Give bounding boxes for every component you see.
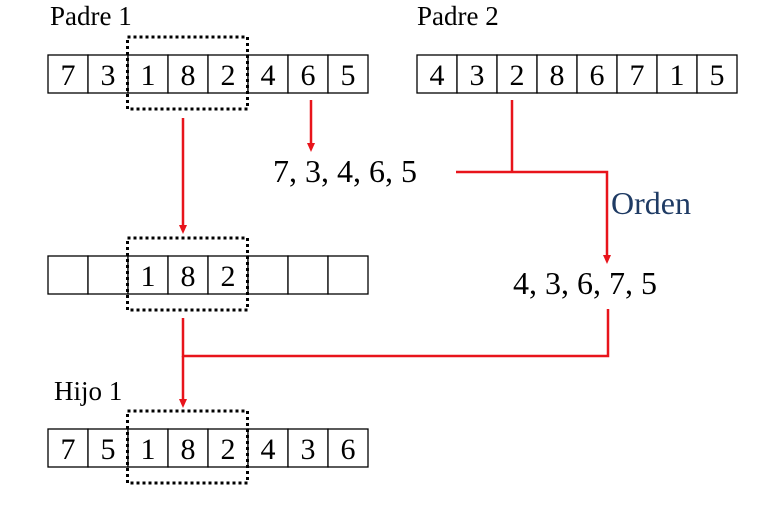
padre2-cell-value: 6 <box>590 59 605 92</box>
middle-cell <box>287 255 329 295</box>
padre2-cell-value: 7 <box>630 59 645 92</box>
segment-box-middle <box>126 236 249 312</box>
hijo1-cell-value: 2 <box>221 433 236 466</box>
hijo1-cell <box>167 428 209 468</box>
padre2-cell <box>456 54 498 94</box>
segment-box-hijo1 <box>126 409 249 485</box>
middle-cell <box>247 255 289 295</box>
hijo1-cell-value: 6 <box>341 433 356 466</box>
padre1-cell-value: 5 <box>341 59 356 92</box>
padre1-cell-value: 7 <box>61 59 76 92</box>
padre1-cell-value: 4 <box>261 59 276 92</box>
padre2-cell <box>416 54 458 94</box>
middle-cell <box>127 255 169 295</box>
padre2-cell <box>576 54 618 94</box>
padre1-cell <box>207 54 249 94</box>
arrow-to-ordered <box>456 170 611 264</box>
remaining-sequence: 7, 3, 4, 6, 5 <box>273 153 417 189</box>
padre1-cell <box>327 54 369 94</box>
hijo1-cell <box>127 428 169 468</box>
hijo1-cell <box>327 428 369 468</box>
middle-cell-value: 2 <box>221 260 236 293</box>
padre1-cell <box>287 54 329 94</box>
line-middle-and-ordered-merge <box>181 309 610 358</box>
hijo1-cell <box>247 428 289 468</box>
padre1-cell-value: 8 <box>181 59 196 92</box>
padre2-label: Padre 2 <box>417 1 499 31</box>
padre1-cell-value: 3 <box>101 59 116 92</box>
middle-cell <box>327 255 369 295</box>
padre2-cell-value: 3 <box>470 59 485 92</box>
padre1-label: Padre 1 <box>50 1 132 31</box>
padre1-cell <box>127 54 169 94</box>
segment-box-padre1 <box>126 35 249 111</box>
hijo1-cell-value: 8 <box>181 433 196 466</box>
padre1-cell <box>87 54 129 94</box>
padre2-cell-value: 4 <box>430 59 445 92</box>
hijo1-cell-value: 1 <box>141 433 156 466</box>
padre1-cell <box>47 54 89 94</box>
hijo1-label: Hijo 1 <box>54 376 122 406</box>
middle-cell <box>87 255 129 295</box>
padre2-cell-value: 5 <box>710 59 725 92</box>
padre1-cell-value: 6 <box>301 59 316 92</box>
padre2-cell <box>616 54 658 94</box>
padre2-cell <box>696 54 738 94</box>
hijo1-cell <box>47 428 89 468</box>
hijo1-cell-value: 5 <box>101 433 116 466</box>
middle-cell-value: 1 <box>141 260 156 293</box>
middle-cell <box>47 255 89 295</box>
padre2-cell-value: 2 <box>510 59 525 92</box>
middle-cell <box>207 255 249 295</box>
hijo1-cell <box>87 428 129 468</box>
ordered-sequence: 4, 3, 6, 7, 5 <box>513 265 657 301</box>
hijo1-cell-value: 4 <box>261 433 276 466</box>
padre2-cell-value: 8 <box>550 59 565 92</box>
padre1-cell-value: 1 <box>141 59 156 92</box>
padre1-cell-value: 2 <box>221 59 236 92</box>
connector-arrows <box>179 100 611 408</box>
padre2-cell-value: 1 <box>670 59 685 92</box>
orden-label: Orden <box>611 185 691 221</box>
hijo1-cell-value: 7 <box>61 433 76 466</box>
hijo1-cell-value: 3 <box>301 433 316 466</box>
padre2-cell <box>536 54 578 94</box>
middle-cell-value: 8 <box>181 260 196 293</box>
